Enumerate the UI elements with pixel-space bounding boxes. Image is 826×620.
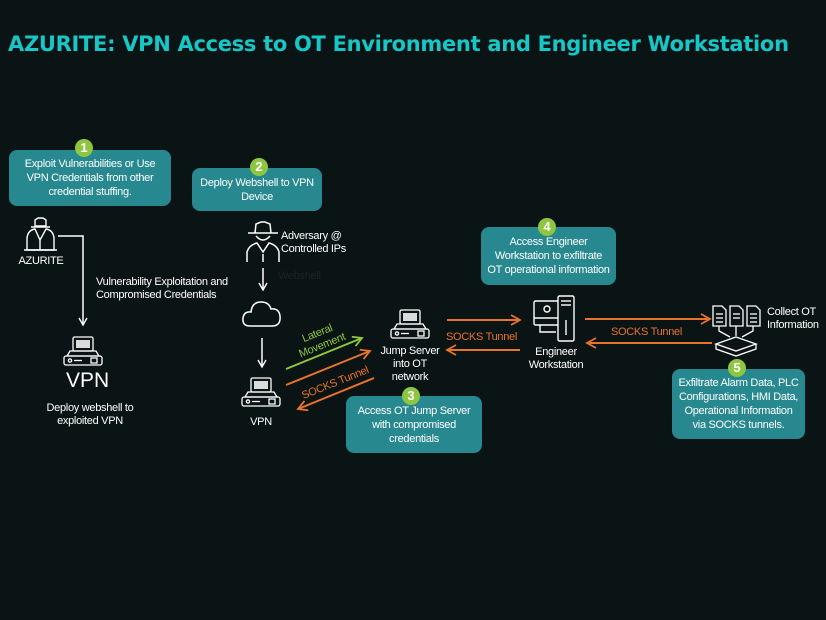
step-2-box: Deploy Webshell to VPN Device (192, 168, 322, 211)
socks-tunnel-label-2: SOCKS Tunnel (446, 331, 517, 343)
diagram-title: AZURITE: VPN Access to OT Environment an… (8, 32, 789, 56)
step-5-badge: 5 (728, 359, 746, 377)
lateral-movement-arrow (285, 335, 364, 370)
azurite-spy-icon (24, 217, 57, 251)
step-3-text: Access OT Jump Server with compromised c… (357, 404, 471, 445)
adversary-label: Adversary @ Controlled IPs (281, 230, 346, 255)
step-3-badge: 3 (402, 387, 420, 405)
step-4-text: Access Engineer Workstation to exfiltrat… (487, 236, 610, 276)
engineer-workstation-icon (533, 295, 575, 342)
azurite-to-vpn-connector (58, 235, 88, 327)
jump-server-label: Jump Server into OT network (380, 345, 440, 383)
step-5-text: Exfiltrate Alarm Data, PLC Configuration… (678, 377, 799, 431)
step-1-box: Exploit Vulnerabilities or Use VPN Crede… (9, 150, 171, 206)
vpn-mid-server-icon (241, 377, 281, 407)
exploit-edge-label-text: Vulnerability Exploitation and Compromis… (96, 276, 228, 301)
exploit-edge-label: Vulnerability Exploitation and Compromis… (96, 276, 236, 302)
step-3-box: Access OT Jump Server with compromised c… (346, 396, 482, 453)
vpn-mid-label: VPN (250, 416, 272, 428)
collect-ot-label: Collect OT Information (767, 306, 819, 331)
socks-tunnel-to-jump-arrow (285, 348, 372, 386)
vpn-left-caption: Deploy webshell to exploited VPN (46, 402, 134, 427)
step-2-badge: 2 (250, 158, 268, 176)
step-2-text: Deploy Webshell to VPN Device (200, 176, 314, 203)
step-1-badge: 1 (75, 139, 93, 157)
socks-tunnel-label-3: SOCKS Tunnel (611, 326, 682, 338)
azurite-label: AZURITE (18, 255, 64, 267)
step-4-box: Access Engineer Workstation to exfiltrat… (481, 227, 616, 285)
webshell-edge-label: Webshell (278, 270, 321, 282)
documents-collect-icon (712, 305, 761, 357)
engineer-workstation-label: Engineer Workstation (528, 346, 584, 371)
vpn-left-label: VPN (66, 369, 110, 392)
vpn-server-icon (63, 336, 103, 366)
cloud-icon (242, 301, 281, 327)
socks-tunnel-back-arrow (296, 377, 375, 412)
step-5-box: Exfiltrate Alarm Data, PLC Configuration… (672, 369, 805, 439)
step-1-text: Exploit Vulnerabilities or Use VPN Crede… (24, 158, 156, 198)
step-4-badge: 4 (538, 218, 556, 236)
adversary-spy-icon (246, 221, 280, 262)
jump-server-icon (390, 309, 430, 339)
